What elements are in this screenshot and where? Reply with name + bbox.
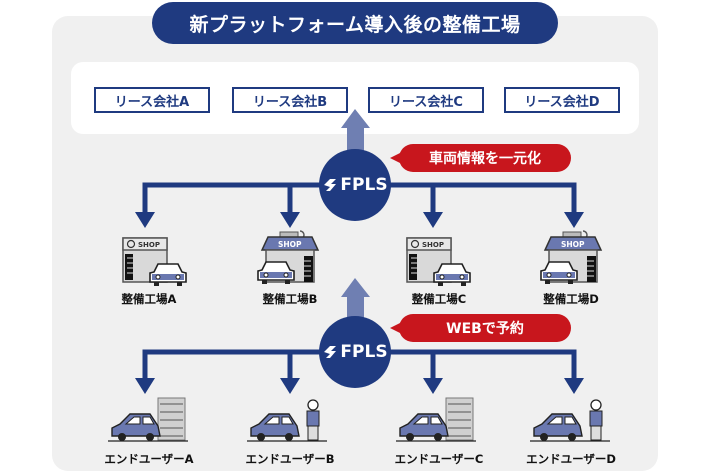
fpls-hub-lower: FPLS — [319, 316, 391, 388]
shop-flat-icon: SHOP — [406, 237, 471, 286]
up-arrow-lower — [341, 278, 370, 320]
lease-company-c: リース会社C — [368, 87, 484, 113]
arrow-head-user-d — [564, 378, 584, 394]
svg-text:SHOP: SHOP — [561, 240, 585, 249]
arrow-head-user-a — [135, 378, 155, 394]
fpls-logo-text: FPLS — [340, 175, 388, 195]
shop-label-c: 整備工場C — [411, 292, 467, 306]
car-building-icon — [396, 397, 476, 442]
arrow-head-user-c — [423, 378, 443, 394]
fpls-logo-icon — [324, 346, 337, 358]
shop-roof-icon: SHOP — [257, 230, 320, 284]
svg-text:SHOP: SHOP — [422, 241, 444, 249]
end-user-label-b: エンドユーザーB — [245, 452, 335, 466]
end-user-label-c: エンドユーザーC — [394, 452, 484, 466]
car-building-icon — [108, 397, 188, 442]
shop-label-a: 整備工場A — [121, 292, 177, 306]
svg-text:SHOP: SHOP — [138, 241, 160, 249]
fpls-logo-text: FPLS — [340, 342, 388, 362]
lease-company-b: リース会社B — [232, 87, 348, 113]
upper-arrow-heads — [135, 212, 584, 228]
arrow-head-shop-a — [135, 212, 155, 228]
arrow-head-shop-d — [564, 212, 584, 228]
fpls-hub-upper: FPLS — [319, 149, 391, 221]
shop-label-b: 整備工場B — [262, 292, 318, 306]
up-arrow-upper — [341, 109, 370, 155]
arrow-head-shop-b — [280, 212, 300, 228]
lower-arrow-heads — [135, 378, 584, 394]
diagram-title: 新プラットフォーム導入後の整備工場 — [152, 2, 558, 44]
shop-roof-icon: SHOP — [540, 230, 603, 284]
car-person-icon — [247, 399, 327, 442]
car-person-icon — [530, 399, 610, 442]
lease-company-a: リース会社A — [94, 87, 210, 113]
shop-label-d: 整備工場D — [543, 292, 599, 306]
svg-text:SHOP: SHOP — [278, 240, 302, 249]
end-user-label-d: エンドユーザーD — [526, 452, 616, 466]
callout-web-reservation: WEBで予約 — [390, 314, 571, 342]
arrow-head-user-b — [280, 378, 300, 394]
end-user-label-a: エンドユーザーA — [104, 452, 194, 466]
shop-flat-icon: SHOP — [122, 237, 187, 286]
callout-unify-vehicle-info: 車両情報を一元化 — [390, 144, 571, 172]
lease-company-d: リース会社D — [504, 87, 620, 113]
arrow-head-shop-c — [423, 212, 443, 228]
fpls-logo-icon — [324, 179, 337, 191]
